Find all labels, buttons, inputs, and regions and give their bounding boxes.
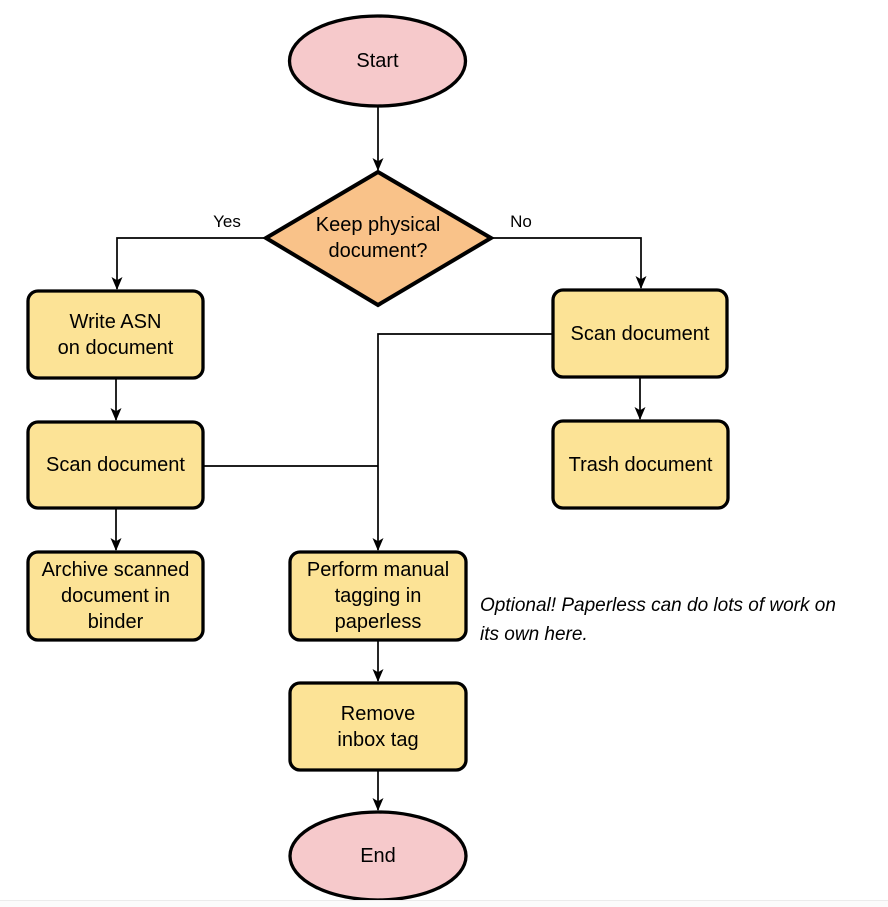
scan-document-left-box-shape [26,420,205,510]
edge-scanright-to-tagging [372,333,553,551]
remove-inbox-tag-box-shape [288,681,468,772]
decision-diamond-shape [262,169,495,308]
end-terminator-shape [288,810,468,902]
manual-tagging-box-shape [288,550,468,642]
optional-annotation-text: Optional! Paperless can do lots of work … [480,595,836,645]
edge-decision-yes [111,237,266,290]
start-terminator-shape [287,14,468,108]
page-bottom-divider [0,900,888,901]
trash-document-box-shape [551,419,730,510]
archive-box-shape [26,550,205,642]
edge-decision-no [491,237,647,289]
scan-document-right-box-shape [551,288,729,379]
page-bottom-strip [0,901,888,907]
edges [110,106,647,811]
write-asn-box-shape [26,289,205,380]
